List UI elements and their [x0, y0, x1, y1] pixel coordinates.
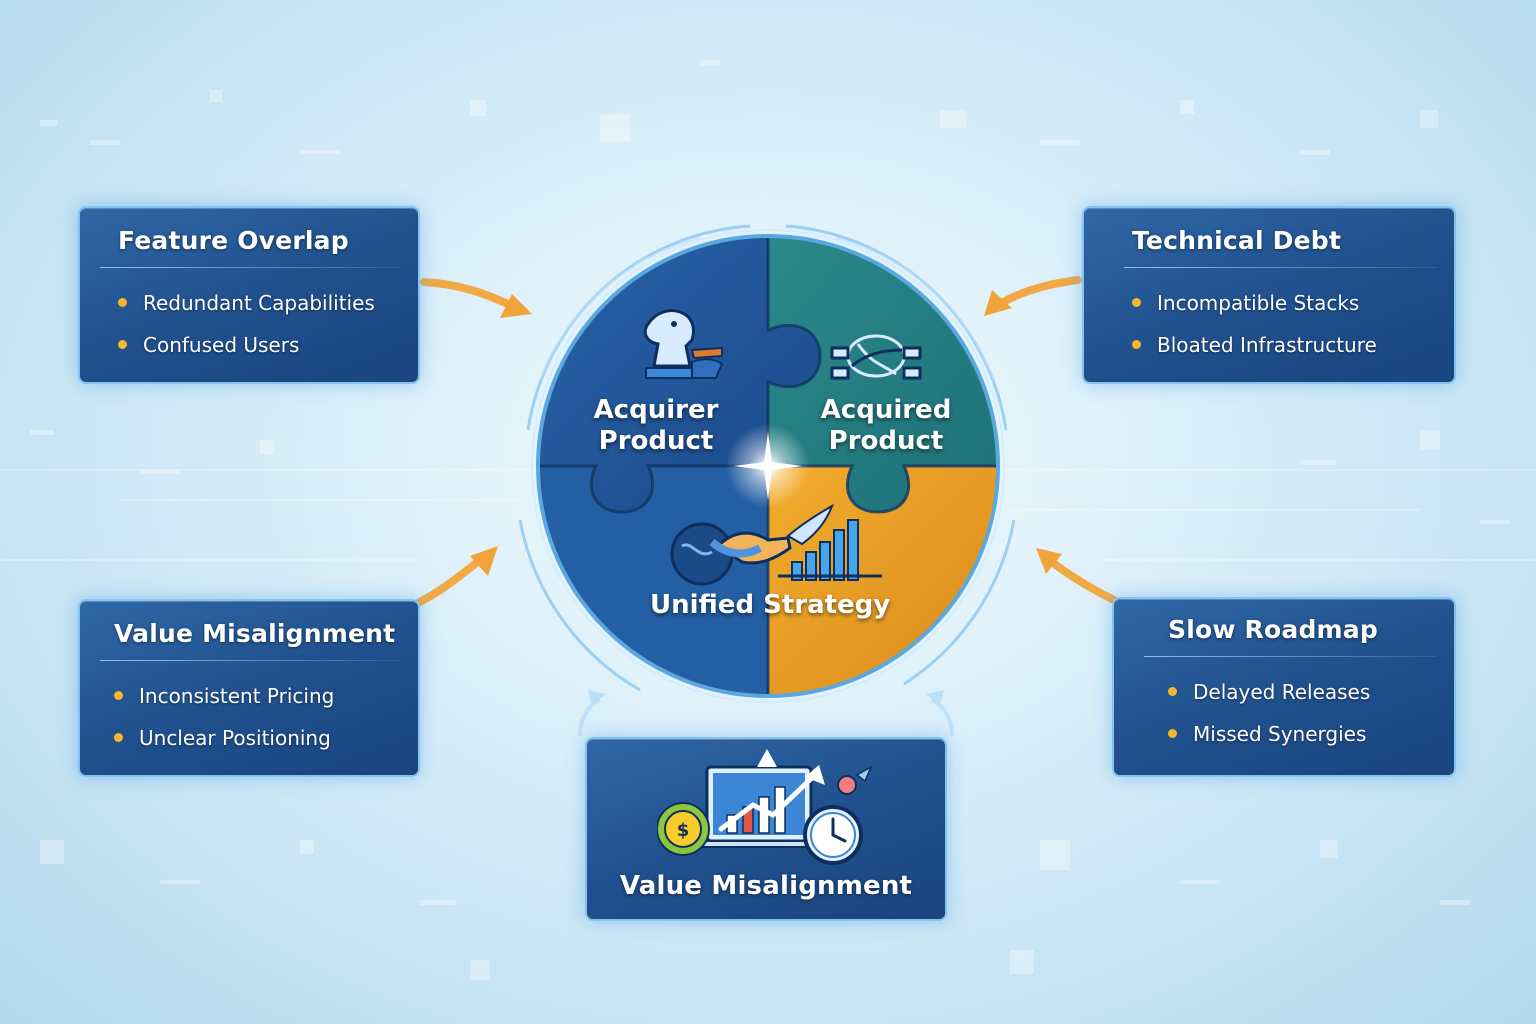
money-badge-icon: $	[657, 802, 710, 856]
list-item: Inconsistent Pricing	[114, 675, 400, 717]
acquired-product-label: Acquired Product	[816, 395, 956, 457]
bullet-icon	[114, 691, 123, 700]
list-item: Redundant Capabilities	[118, 282, 400, 324]
list-item-text: Confused Users	[143, 333, 300, 357]
card-list: Delayed Releases Missed Synergies	[1168, 671, 1436, 755]
dollar-symbol: $	[677, 820, 690, 841]
list-item: Delayed Releases	[1168, 671, 1436, 713]
card-title: Feature Overlap	[118, 226, 349, 255]
bullet-icon	[1168, 687, 1177, 696]
card-divider	[100, 660, 400, 661]
card-list: Redundant Capabilities Confused Users	[118, 282, 400, 366]
card-divider	[1144, 656, 1436, 657]
list-item: Missed Synergies	[1168, 713, 1436, 755]
bullet-icon	[1132, 340, 1141, 349]
acquired-line2: Product	[828, 426, 944, 456]
card-feature-overlap: Feature Overlap Redundant Capabilities C…	[78, 206, 420, 384]
card-title: Slow Roadmap	[1168, 615, 1378, 644]
bullet-icon	[118, 298, 127, 307]
card-divider	[100, 267, 400, 268]
list-item-text: Redundant Capabilities	[143, 291, 375, 315]
acquirer-line1: Acquirer	[593, 395, 719, 425]
card-list: Inconsistent Pricing Unclear Positioning	[114, 675, 400, 759]
list-item: Confused Users	[118, 324, 400, 366]
card-slow-roadmap: Slow Roadmap Delayed Releases Missed Syn…	[1112, 597, 1456, 777]
list-item-text: Inconsistent Pricing	[139, 684, 335, 708]
bullet-icon	[1168, 729, 1177, 738]
bullet-icon	[1132, 298, 1141, 307]
unified-strategy-label: Unified Strategy	[650, 590, 891, 620]
acquired-line1: Acquired	[820, 395, 952, 425]
acquirer-line2: Product	[598, 426, 714, 456]
list-item-text: Bloated Infrastructure	[1157, 333, 1377, 357]
acquirer-product-label: Acquirer Product	[586, 395, 726, 457]
list-item-text: Unclear Positioning	[139, 726, 331, 750]
card-value-misalignment: Value Misalignment Inconsistent Pricing …	[78, 599, 420, 777]
card-value-misalignment-bottom: $ Value Misalignment	[585, 737, 947, 921]
list-item-text: Delayed Releases	[1193, 680, 1371, 704]
card-list: Incompatible Stacks Bloated Infrastructu…	[1132, 282, 1436, 366]
bullet-icon	[114, 733, 123, 742]
bullet-icon	[118, 340, 127, 349]
list-item-text: Missed Synergies	[1193, 722, 1367, 746]
list-item: Bloated Infrastructure	[1132, 324, 1436, 366]
growth-chart-icon: $	[657, 749, 873, 865]
list-item: Incompatible Stacks	[1132, 282, 1436, 324]
list-item-text: Incompatible Stacks	[1157, 291, 1360, 315]
card-divider	[1124, 267, 1436, 268]
card-title: Value Misalignment	[114, 619, 396, 648]
card-technical-debt: Technical Debt Incompatible Stacks Bloat…	[1082, 206, 1456, 384]
clock-icon	[803, 805, 863, 865]
list-item: Unclear Positioning	[114, 717, 400, 759]
card-title: Value Misalignment	[619, 871, 913, 901]
card-title: Technical Debt	[1132, 226, 1341, 255]
